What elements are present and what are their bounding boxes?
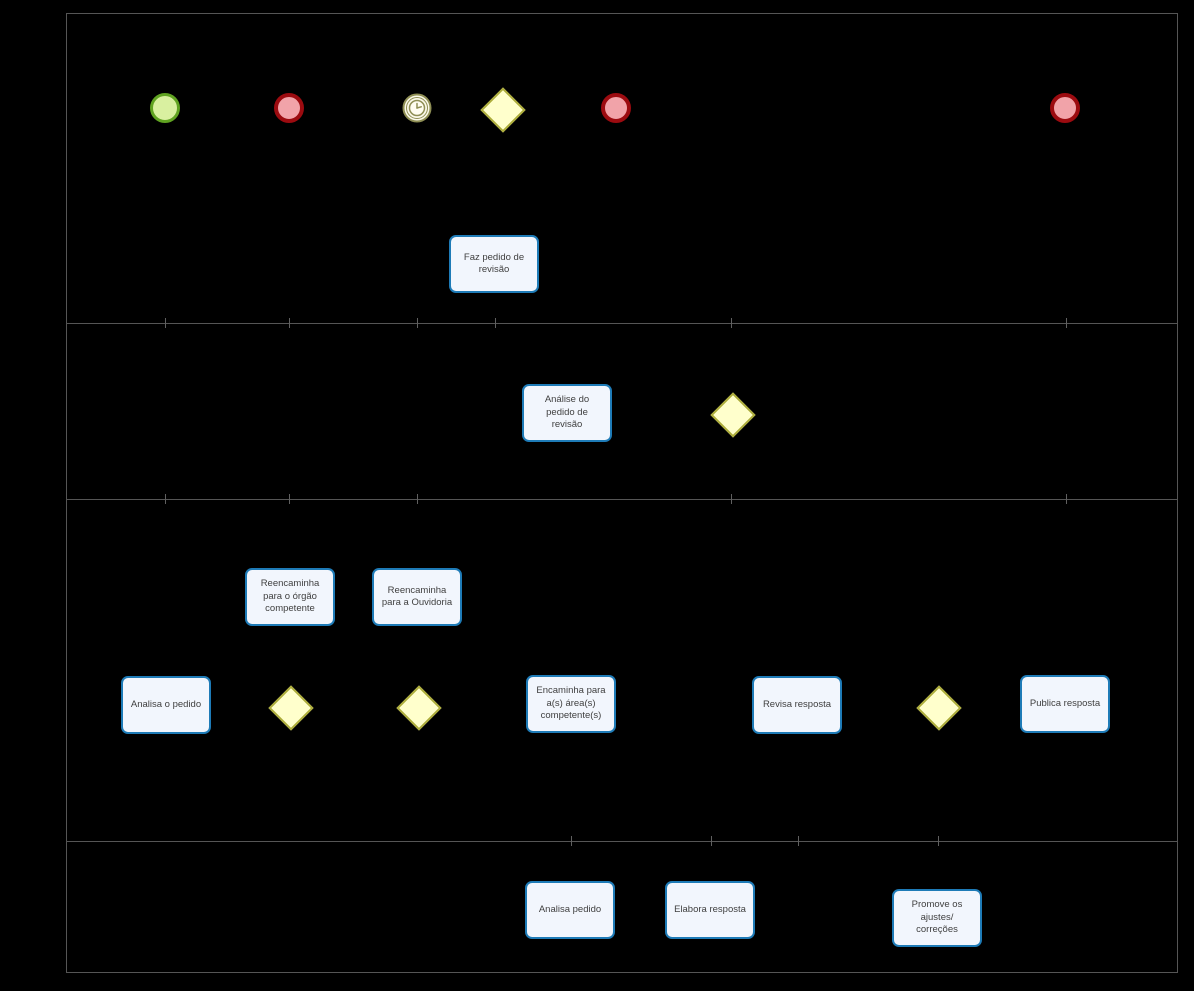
task-label: Elabora resposta xyxy=(674,903,746,915)
timer-clock-icon xyxy=(402,93,432,127)
task-label: Encaminha para a(s) área(s) competente(s… xyxy=(536,685,606,722)
lane-divider-3 xyxy=(67,841,1177,842)
task-analisa-o-pedido: Analisa o pedido xyxy=(121,676,211,734)
pool-frame xyxy=(66,13,1178,973)
flow-crossing-tick xyxy=(289,318,290,328)
task-label: Análise do pedido de revisão xyxy=(544,394,590,431)
task-label: Analisa pedido xyxy=(538,903,602,915)
task-reencaminha-para-a-ouvidoria: Reencaminha para a Ouvidoria xyxy=(372,568,462,626)
task-label: Publica resposta xyxy=(1029,697,1101,709)
lane-divider-2 xyxy=(67,499,1177,500)
flow-crossing-tick xyxy=(289,494,290,504)
flow-crossing-tick xyxy=(165,318,166,328)
task-reencaminha-para-o-orgao-competente: Reencaminha para o órgão competente xyxy=(245,568,335,626)
flow-crossing-tick xyxy=(938,836,939,846)
task-label: Faz pedido de revisão xyxy=(463,251,525,275)
flow-crossing-tick xyxy=(731,494,732,504)
flow-crossing-tick xyxy=(1066,318,1067,328)
task-faz-pedido-de-revisao: Faz pedido de revisão xyxy=(449,235,539,293)
flow-crossing-tick xyxy=(711,836,712,846)
flow-crossing-tick xyxy=(165,494,166,504)
timer-event xyxy=(402,93,432,123)
end-event xyxy=(274,93,304,123)
task-label: Revisa resposta xyxy=(762,698,832,710)
task-elabora-resposta: Elabora resposta xyxy=(665,881,755,939)
start-event xyxy=(150,93,180,123)
task-promove-os-ajustes-correcoes: Promove os ajustes/ correções xyxy=(892,889,982,947)
task-analise-do-pedido-de-revisao: Análise do pedido de revisão xyxy=(522,384,612,442)
task-encaminha-para-areas-competentes: Encaminha para a(s) área(s) competente(s… xyxy=(526,675,616,733)
flow-crossing-tick xyxy=(417,494,418,504)
task-label: Promove os ajustes/ correções xyxy=(911,899,963,936)
end-event xyxy=(1050,93,1080,123)
flow-crossing-tick xyxy=(417,318,418,328)
task-label: Reencaminha para o órgão competente xyxy=(260,578,320,615)
task-revisa-resposta: Revisa resposta xyxy=(752,676,842,734)
flow-crossing-tick xyxy=(571,836,572,846)
flow-crossing-tick xyxy=(495,318,496,328)
task-analisa-pedido: Analisa pedido xyxy=(525,881,615,939)
flow-crossing-tick xyxy=(798,836,799,846)
lane-divider-1 xyxy=(67,323,1177,324)
end-event xyxy=(601,93,631,123)
task-publica-resposta: Publica resposta xyxy=(1020,675,1110,733)
flow-crossing-tick xyxy=(731,318,732,328)
flow-crossing-tick xyxy=(1066,494,1067,504)
task-label: Reencaminha para a Ouvidoria xyxy=(381,584,453,608)
task-label: Analisa o pedido xyxy=(130,698,202,710)
